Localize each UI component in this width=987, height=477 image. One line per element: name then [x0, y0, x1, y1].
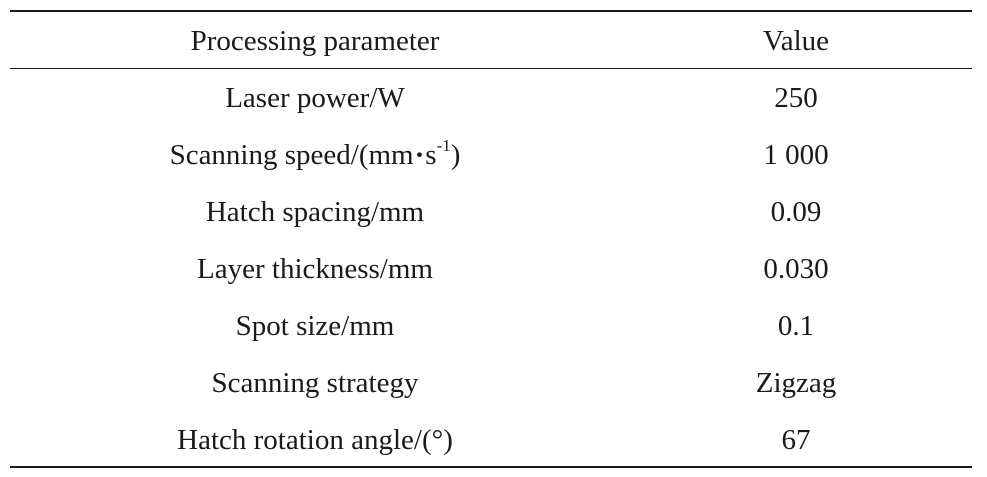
param-hatch-spacing: Hatch spacing/mm [205, 196, 425, 228]
header-parameter: Processing parameter [190, 25, 440, 57]
value-layer-thickness: 0.030 [763, 253, 829, 285]
value-spot-size: 0.1 [777, 310, 815, 342]
param-laser-power: Laser power/W [225, 82, 405, 114]
value-scanning-speed: 1 000 [763, 139, 829, 171]
param-scanning-speed-close: ) [450, 139, 461, 171]
header-value: Value [762, 25, 830, 57]
value-laser-power: 250 [774, 82, 818, 114]
param-scanning-speed-unit: s [425, 139, 437, 171]
table-bottom-rule [10, 466, 972, 468]
param-layer-thickness: Layer thickness/mm [197, 253, 433, 285]
value-hatch-rotation-angle: 67 [781, 424, 811, 456]
param-scanning-speed-dot: · [414, 139, 425, 171]
param-spot-size: Spot size/mm [235, 310, 395, 342]
value-scanning-strategy: Zigzag [755, 367, 837, 399]
param-hatch-rotation-angle: Hatch rotation angle/(°) [177, 424, 453, 456]
param-scanning-speed-exponent: -1 [436, 136, 451, 155]
param-scanning-speed: Scanning speed/(mm·s-1) [10, 135, 620, 175]
param-scanning-speed-main: Scanning speed/(mm [169, 139, 414, 171]
table-top-rule [10, 10, 972, 12]
header-divider-rule [10, 68, 972, 69]
value-hatch-spacing: 0.09 [770, 196, 822, 228]
param-scanning-strategy: Scanning strategy [211, 367, 419, 399]
